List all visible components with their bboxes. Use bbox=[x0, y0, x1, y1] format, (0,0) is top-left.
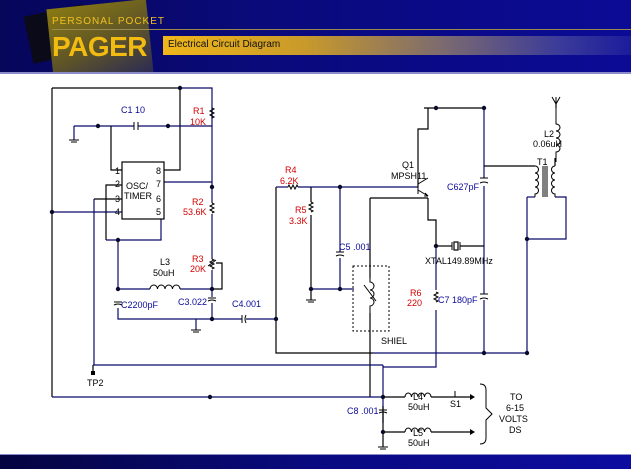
power-note-line3: VOLTS bbox=[499, 414, 528, 424]
power-supply-note: TO 6-15 VOLTS DS bbox=[479, 383, 528, 445]
inductor-l5: L5 50uH bbox=[404, 427, 432, 448]
xtal-label: XTAL149.89MHz bbox=[425, 256, 493, 266]
wires-power bbox=[382, 396, 470, 447]
q1-name: Q1 bbox=[402, 160, 414, 170]
ic-pin-6: 6 bbox=[156, 194, 161, 204]
power-note-line1: TO bbox=[510, 392, 522, 402]
arrow-l5-out bbox=[470, 429, 475, 435]
r2-name: R2 bbox=[192, 197, 204, 207]
l2-name: L2 bbox=[544, 129, 554, 139]
resistor-r4: R4 6.2K bbox=[280, 165, 299, 191]
c2-label: C2200pF bbox=[121, 300, 159, 310]
capacitor-c1: C1 10 bbox=[121, 105, 145, 130]
r5-name: R5 bbox=[295, 205, 307, 215]
resistor-r5: R5 3.3K bbox=[289, 201, 315, 226]
footer-divider bbox=[0, 454, 631, 455]
ic-pin-7: 7 bbox=[156, 179, 161, 189]
capacitor-c2: C2200pF bbox=[113, 300, 159, 310]
l3-value: 50uH bbox=[153, 268, 175, 278]
antenna bbox=[551, 96, 561, 106]
c1-label: C1 10 bbox=[121, 105, 145, 115]
tagline-bar bbox=[163, 36, 631, 55]
l2-value: 0.06uH bbox=[533, 139, 562, 149]
r3-name: R3 bbox=[192, 254, 204, 264]
inductor-l4: L4 50uH bbox=[404, 392, 432, 412]
transistor-q1: Q1 MPSH11 bbox=[391, 160, 429, 197]
ic-label-line2: TIMER bbox=[124, 191, 152, 201]
r1-value: 10K bbox=[190, 117, 206, 127]
r4-name: R4 bbox=[285, 165, 297, 175]
s1-label: S1 bbox=[450, 399, 461, 409]
r1-name: R1 bbox=[193, 106, 205, 116]
c5-label: C5 .001 bbox=[339, 242, 371, 252]
ic-pin-5: 5 bbox=[156, 207, 161, 217]
wires-middle bbox=[52, 186, 428, 423]
page-title: PAGER bbox=[52, 31, 148, 62]
capacitor-c3: C3.022 bbox=[178, 297, 217, 307]
ic-pin-1: 1 bbox=[115, 166, 120, 176]
power-note-line2: 6-15 bbox=[506, 403, 524, 413]
tp2-label: TP2 bbox=[87, 378, 104, 388]
c6-label: C627pF bbox=[447, 182, 480, 192]
l5-name: L5 bbox=[413, 428, 423, 438]
capacitor-c8: C8 .001 bbox=[347, 406, 388, 416]
page-footer bbox=[0, 455, 631, 469]
l4-name: L4 bbox=[413, 392, 423, 402]
capacitor-c4: C4.001 bbox=[232, 299, 261, 324]
ic-pin-8: 8 bbox=[156, 166, 161, 176]
r3-value: 20K bbox=[190, 264, 206, 274]
junction-dots bbox=[49, 85, 530, 435]
shielded-coil: SHIEL bbox=[352, 265, 407, 346]
shield-label: SHIEL bbox=[381, 336, 407, 346]
wires-right bbox=[373, 104, 567, 368]
page-header: PERSONAL POCKET PAGER Electrical Circuit… bbox=[0, 0, 631, 72]
ic-label-line1: OSC/ bbox=[126, 181, 149, 191]
capacitor-c7: C7 180pF bbox=[438, 293, 489, 305]
resistor-r1: R1 10K bbox=[190, 106, 216, 127]
circuit-diagram: OSC/ TIMER 1 2 3 4 5 6 7 8 C1 10 R1 10K … bbox=[49, 85, 567, 450]
r6-value: 220 bbox=[407, 298, 422, 308]
switch-s1: S1 bbox=[450, 391, 461, 409]
resistor-r6: R6 220 bbox=[407, 288, 440, 308]
test-point-tp2: TP2 bbox=[87, 371, 104, 388]
inductor-l2: L2 0.06uH bbox=[533, 108, 562, 162]
wires-left bbox=[51, 87, 276, 397]
header-subtitle: PERSONAL POCKET bbox=[52, 16, 165, 27]
header-rule bbox=[52, 29, 631, 30]
r2-value: 53.6K bbox=[183, 207, 207, 217]
capacitor-c6: C627pF bbox=[447, 177, 489, 192]
l5-value: 50uH bbox=[408, 438, 430, 448]
l4-value: 50uH bbox=[408, 402, 430, 412]
l3-name: L3 bbox=[160, 257, 170, 267]
q1-value: MPSH11 bbox=[391, 171, 426, 181]
tagline: Electrical Circuit Diagram bbox=[168, 39, 281, 50]
potentiometer-r3: R3 20K bbox=[190, 254, 217, 274]
power-note-line4: DS bbox=[509, 425, 522, 435]
t1-label: T1 bbox=[537, 157, 548, 167]
ground-symbols bbox=[69, 139, 388, 450]
ic-pin-2: 2 bbox=[115, 179, 120, 189]
header-divider bbox=[0, 72, 631, 74]
r5-value: 3.3K bbox=[289, 216, 308, 226]
crystal-xtal: XTAL149.89MHz bbox=[425, 241, 493, 266]
r4-value: 6.2K bbox=[280, 176, 299, 186]
osc-timer-ic: OSC/ TIMER 1 2 3 4 5 6 7 8 bbox=[115, 161, 165, 220]
resistor-r2: R2 53.6K bbox=[183, 197, 216, 217]
ic-pin-4: 4 bbox=[115, 207, 120, 217]
c4-label: C4.001 bbox=[232, 299, 261, 309]
r6-name: R6 bbox=[410, 288, 422, 298]
inductor-l3: L3 50uH bbox=[149, 257, 181, 290]
c3-label: C3.022 bbox=[178, 297, 207, 307]
c7-label: C7 180pF bbox=[438, 295, 478, 305]
arrow-l4-out bbox=[470, 394, 475, 400]
ic-pin-3: 3 bbox=[115, 194, 120, 204]
capacitor-c5: C5 .001 bbox=[335, 242, 371, 257]
c8-label: C8 .001 bbox=[347, 406, 379, 416]
transformer-t1: T1 bbox=[534, 157, 556, 197]
